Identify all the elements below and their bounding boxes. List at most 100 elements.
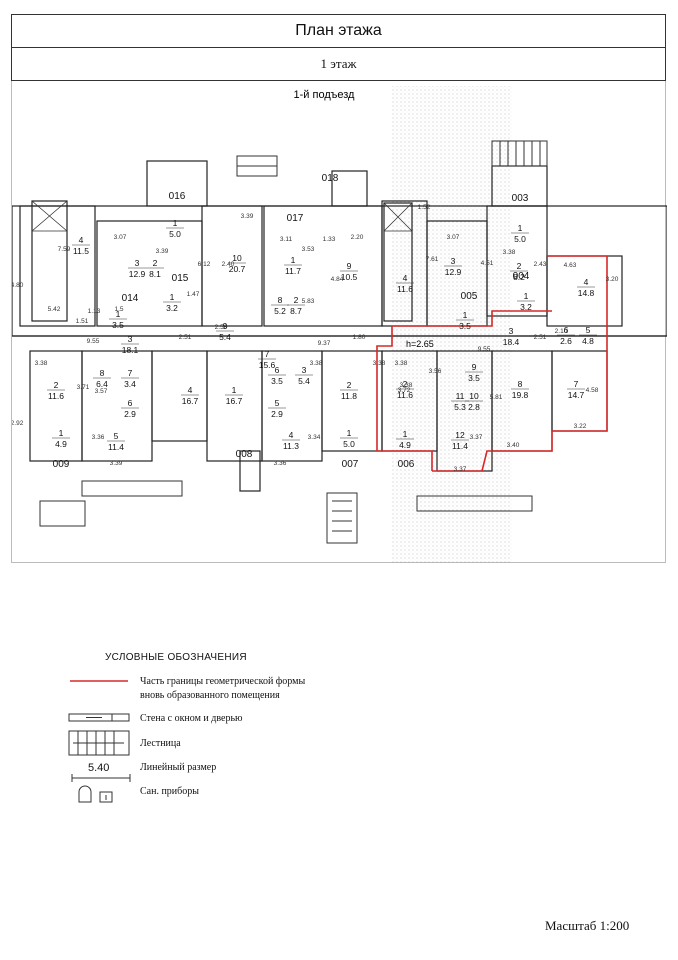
room-number: 1 [232, 385, 237, 395]
room-number: 3 [128, 334, 133, 344]
room-number: 2 [347, 380, 352, 390]
dimension-label: 3.57 [95, 388, 108, 395]
room-number: 8 [278, 295, 283, 305]
room-number: 1 [347, 428, 352, 438]
dimension-label: 3.38 [400, 382, 413, 389]
room-area: 11.8 [341, 391, 357, 401]
dimension-label: 3.34 [308, 434, 321, 441]
room-area: 2.8 [468, 402, 480, 412]
room-number: 6 [128, 398, 133, 408]
dimension-label: 3.07 [114, 234, 127, 241]
room-area: 3.5 [468, 373, 480, 383]
room-number: 1 [463, 310, 468, 320]
room-number: 4 [584, 277, 589, 287]
room-number: 2 [153, 258, 158, 268]
dimension-label: 3.38 [310, 360, 323, 367]
stairs-icon [68, 730, 130, 756]
dimension-label: 3.22 [574, 423, 587, 430]
dimension-label: 3.39 [156, 248, 169, 255]
room-area: 5.4 [219, 332, 231, 342]
room-area: 3.2 [520, 302, 532, 312]
dimension-line-icon [71, 774, 131, 782]
room-area: 11.6 [397, 284, 413, 294]
dimension-label: 3.39 [110, 460, 123, 467]
room-area: 8.7 [290, 306, 302, 316]
legend-sanitary: Сан. приборы [140, 786, 199, 797]
legend-title: УСЛОВНЫЕ ОБОЗНАЧЕНИЯ [105, 652, 247, 663]
dimension-label: 1.80 [353, 334, 366, 341]
room-number: 5 [275, 398, 280, 408]
room-area: 16.7 [226, 396, 243, 406]
dimension-label: 3.38 [35, 360, 48, 367]
room-number: 5 [586, 325, 591, 335]
dimension-label: 3.36 [92, 434, 105, 441]
dimension-label: 1.33 [323, 236, 336, 243]
room-area: 2.9 [271, 409, 283, 419]
dimension-label: 5.81 [490, 394, 503, 401]
room-number: 3 [135, 258, 140, 268]
room-area: 12.9 [129, 269, 146, 279]
unit-label: 014 [122, 293, 139, 304]
room-area: 5.3 [454, 402, 466, 412]
dimension-sample: 5.40 [88, 762, 110, 774]
room-number: 1 [524, 291, 529, 301]
floor-plan: 1-й подъезд [11, 81, 667, 563]
room-area: 10.5 [341, 272, 358, 282]
room-number: 1 [59, 428, 64, 438]
dimension-label: 2.40 [222, 261, 235, 268]
dimension-label: 3.20 [606, 276, 619, 283]
dimension-label: 2.50 [215, 324, 228, 331]
dimension-label: 3.72 [398, 387, 411, 394]
dimension-label: 1.51 [76, 318, 89, 325]
room-number: 9 [472, 362, 477, 372]
dimension-label: 4.58 [586, 387, 599, 394]
height-note: h=2.65 [406, 339, 434, 349]
room-area: 15.6 [259, 360, 276, 370]
dimension-label: 7.61 [426, 256, 439, 263]
plan-title: План этажа [11, 14, 666, 48]
room-area: 18.1 [122, 345, 139, 355]
room-number: 5 [114, 431, 119, 441]
dimension-label: 9.55 [87, 338, 100, 345]
room-number: 3 [302, 365, 307, 375]
legend-red-line-1: Часть границы геометрической формы [140, 676, 306, 687]
room-area: 16.7 [182, 396, 199, 406]
dimension-label: 3.38 [395, 360, 408, 367]
dimension-label: 1.13 [88, 308, 101, 315]
dimension-label: 3.71 [77, 384, 90, 391]
sanitary-fixtures-icon [78, 785, 113, 803]
room-area: 3.5 [271, 376, 283, 386]
dimension-label: 9.55 [478, 346, 491, 353]
dimension-label: 5.42 [48, 306, 61, 313]
room-area: 20.7 [229, 264, 246, 274]
dimension-label: 1.52 [418, 204, 431, 211]
dimension-label: 7.59 [58, 246, 71, 253]
room-number: 6 [564, 325, 569, 335]
dimension-label: 3.11 [280, 236, 293, 243]
room-number: 11 [456, 391, 465, 401]
room-number: 1 [116, 309, 121, 319]
room-number: 8 [518, 379, 523, 389]
room-number: 10 [469, 391, 479, 401]
room-area: 3.2 [166, 303, 178, 313]
room-number: 3 [509, 326, 514, 336]
room-number: 2 [517, 261, 522, 271]
entrance-label: 1-й подъезд [294, 89, 356, 101]
unit-label: 008 [236, 449, 253, 460]
room-area: 5.2 [274, 306, 286, 316]
dimension-label: 3.07 [447, 234, 460, 241]
dimension-label: 3.36 [274, 460, 287, 467]
unit-label: 009 [53, 459, 70, 470]
room-number: 2 [294, 295, 299, 305]
wall-window-door-icon [68, 713, 130, 722]
new-premises-boundary [376, 255, 608, 472]
room-number: 3 [451, 256, 456, 266]
dimension-label: 6.12 [198, 261, 211, 268]
unit-label: 015 [172, 273, 189, 284]
dimension-label: 1.47 [187, 291, 200, 298]
room-number: 1 [403, 429, 408, 439]
dimension-label: 9.37 [318, 340, 331, 347]
dimension-label: 2.51 [534, 334, 547, 341]
room-number: 1 [518, 223, 523, 233]
room-area: 11.4 [108, 442, 124, 452]
